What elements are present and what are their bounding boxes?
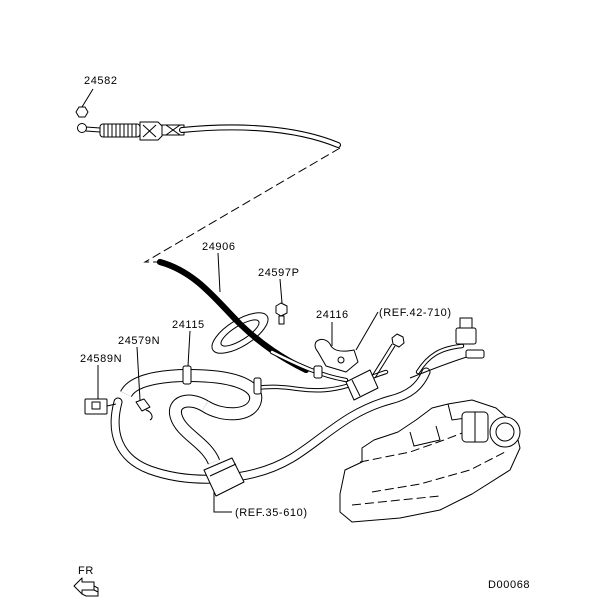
reference-label-42-710: (REF.42-710) bbox=[379, 307, 452, 319]
bracket-24116 bbox=[314, 338, 359, 373]
front-label: FR bbox=[78, 565, 94, 577]
slave-cylinder bbox=[345, 333, 405, 401]
part-label-24906: 24906 bbox=[202, 241, 236, 253]
reference-label-35-610: (REF.35-610) bbox=[235, 507, 308, 519]
part-label-24579N: 24579N bbox=[118, 335, 160, 347]
clip-24579N bbox=[135, 398, 151, 412]
transmission-housing bbox=[339, 399, 521, 523]
reservoir-cap bbox=[489, 416, 521, 448]
cylinder-nut bbox=[391, 333, 405, 348]
dust-boot bbox=[203, 457, 245, 497]
part-label-24116: 24116 bbox=[316, 309, 349, 321]
boot-ribs bbox=[103, 124, 137, 137]
part-label-24582: 24582 bbox=[84, 75, 118, 87]
part-label-24597P: 24597P bbox=[258, 267, 300, 279]
hose-clips bbox=[135, 365, 323, 421]
hose-clip-24115 bbox=[182, 365, 192, 385]
grommet-plate bbox=[160, 262, 306, 370]
leader-lines bbox=[81, 88, 379, 513]
part-label-24115: 24115 bbox=[172, 319, 205, 331]
loop-hose bbox=[126, 376, 256, 462]
front-arrow-icon bbox=[73, 577, 99, 597]
cable-continuation-dashed bbox=[143, 147, 341, 263]
right-wiring bbox=[409, 317, 485, 379]
wire-plug bbox=[465, 349, 485, 359]
part-label-24589N: 24589N bbox=[80, 353, 122, 365]
ball-joint-end bbox=[77, 123, 87, 133]
clamp-24589N bbox=[84, 398, 117, 415]
front-indicator: FR bbox=[73, 565, 99, 597]
electrical-connector bbox=[455, 327, 477, 345]
diagram-code: D00068 bbox=[488, 579, 530, 591]
bolt-24597P bbox=[275, 302, 288, 325]
hex-nut-24582 bbox=[75, 106, 89, 118]
upper-cable-assembly bbox=[75, 106, 338, 145]
cable-fitting bbox=[139, 121, 163, 141]
